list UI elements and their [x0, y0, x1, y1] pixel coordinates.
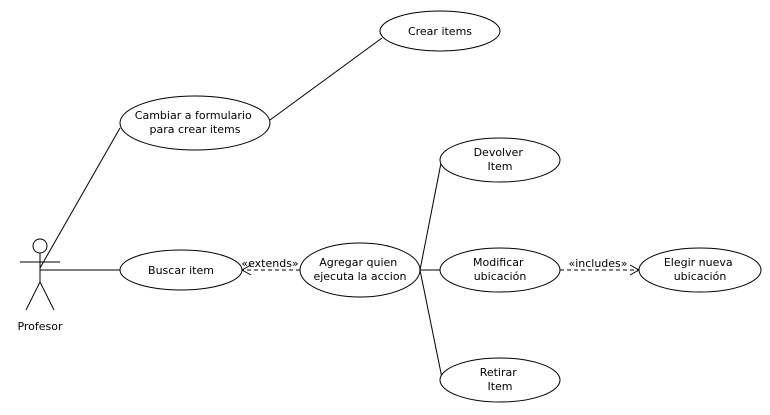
assoc-actor-cambiar	[39, 127, 121, 269]
actor-right-leg	[39, 281, 55, 311]
use-case-label: Elegir nueva ubicación	[664, 256, 736, 283]
use-case-buscar-item: Buscar item	[119, 249, 243, 291]
use-case-retirar-item: Retirar Item	[439, 357, 561, 403]
assoc-agregar-retirar	[419, 269, 443, 379]
includes-label: «includes»	[568, 257, 627, 270]
use-case-label: Buscar item	[148, 264, 214, 277]
use-case-agregar-quien: Agregar quien ejecuta la accion	[299, 242, 421, 298]
actor-left-leg	[25, 281, 41, 311]
use-case-label: Agregar quien ejecuta la accion	[313, 256, 406, 283]
actor-head	[32, 238, 48, 254]
use-case-elegir-nueva-ubicacion: Elegir nueva ubicación	[638, 247, 762, 293]
extends-label: «extends»	[241, 257, 298, 270]
use-case-label: Cambiar a formulario para crear items	[135, 109, 255, 136]
use-case-label: Devolver Item	[474, 146, 527, 173]
actor-profesor: Profesor	[17, 238, 63, 333]
use-case-crear-items: Crear items	[379, 10, 501, 52]
use-case-modificar-ubicacion: Modificar ubicación	[439, 247, 561, 293]
assoc-cambiar-crear	[269, 37, 383, 121]
use-case-label: Modificar ubicación	[473, 256, 527, 283]
use-case-label: Crear items	[408, 25, 472, 38]
actor-label: Profesor	[17, 320, 63, 333]
use-case-cambiar-formulario: Cambiar a formulario para crear items	[119, 95, 271, 151]
use-case-devolver-item: Devolver Item	[439, 137, 561, 183]
use-case-label: Retirar Item	[480, 366, 521, 393]
assoc-agregar-devolver	[419, 157, 443, 271]
